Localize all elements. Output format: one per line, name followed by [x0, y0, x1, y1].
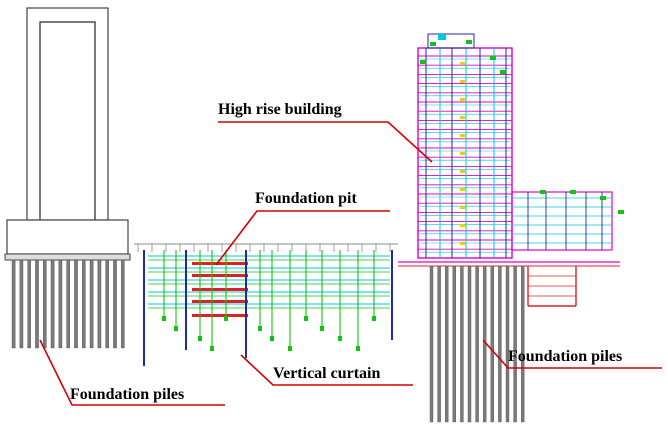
left-pile	[19, 259, 24, 349]
tower-detail	[420, 60, 426, 64]
tower-yellow-mark	[460, 242, 465, 245]
pit-struts-group	[148, 255, 390, 317]
pit-anchor-head	[288, 346, 292, 351]
pit-anchor-head	[372, 316, 376, 321]
podium-detail	[540, 190, 546, 194]
leader-foundation-piles-left	[39, 339, 225, 406]
pit-anchor-head	[304, 316, 308, 321]
left-pile-cap-model	[4, 7, 131, 349]
tower-yellow-mark	[460, 224, 465, 227]
right-pile	[437, 265, 441, 423]
right-pile	[498, 265, 502, 423]
tower-detail	[490, 56, 496, 60]
label-vertical-curtain: Vertical curtain	[273, 365, 380, 382]
left-pile	[105, 259, 109, 349]
pit-red-strut	[192, 288, 248, 291]
label-high-rise-building: High rise building	[218, 101, 342, 118]
left-cap-base	[4, 253, 131, 261]
left-pile	[58, 259, 63, 349]
pit-walls-group	[143, 250, 393, 366]
podium-frame	[398, 190, 624, 267]
tower-yellow-mark	[460, 206, 465, 209]
tower-yellow-mark	[460, 134, 465, 137]
right-pile	[490, 265, 494, 423]
right-pile	[429, 265, 434, 423]
podium-outline	[511, 191, 613, 251]
tower-detail	[430, 42, 436, 46]
right-piles-group	[429, 265, 525, 423]
pit-anchor-head	[356, 346, 360, 351]
tower-yellow-mark	[460, 116, 465, 119]
building-frame	[417, 33, 513, 259]
right-pile	[475, 265, 479, 423]
pit-red-strut	[192, 300, 248, 303]
pit-anchors-group	[162, 250, 376, 351]
tower-detail	[466, 40, 472, 44]
pit-anchor-head	[270, 336, 274, 341]
pit-anchor-head	[224, 316, 228, 321]
pit-red-strut	[192, 274, 248, 277]
right-pile	[460, 265, 464, 423]
pit-anchor-head	[162, 316, 166, 321]
foundation-pit-model	[134, 243, 398, 366]
pit-red-strut	[192, 262, 248, 265]
tower-yellow-mark	[460, 152, 465, 155]
left-pile	[120, 259, 125, 349]
left-pile	[27, 259, 32, 349]
podium-detail	[600, 196, 606, 200]
leader-lines	[39, 121, 662, 406]
label-foundation-pit: Foundation pit	[255, 190, 357, 207]
left-piles-group	[11, 259, 125, 349]
high-rise-building-model	[398, 33, 624, 423]
tower-roof	[427, 33, 475, 49]
left-pile	[43, 259, 47, 349]
pit-anchor-head	[338, 336, 342, 341]
left-pile	[66, 259, 70, 349]
left-pile	[11, 259, 16, 349]
tower-yellow-mark	[460, 62, 465, 65]
right-pile	[467, 265, 472, 423]
label-foundation-piles-right: Foundation piles	[508, 348, 622, 365]
leader-high-rise	[218, 121, 433, 163]
pit-anchor-head	[210, 346, 214, 351]
right-pile	[452, 265, 456, 423]
tower-yellow-mark	[460, 188, 465, 191]
left-pile	[97, 259, 102, 349]
pit-anchor-head	[174, 326, 178, 331]
left-pile	[74, 259, 78, 349]
tower-roof-box	[438, 34, 446, 40]
left-pile	[35, 259, 39, 349]
right-pile	[521, 265, 525, 423]
pit-red-strut	[192, 314, 248, 317]
podium-detail	[618, 210, 624, 214]
right-pile	[505, 265, 510, 423]
podium-detail	[570, 190, 576, 194]
pit-anchor-head	[320, 326, 324, 331]
left-pile	[50, 259, 55, 349]
tower-yellow-mark	[460, 80, 465, 83]
right-pile	[445, 265, 449, 423]
pit-anchor-head	[258, 326, 262, 331]
tower-yellow-mark	[460, 170, 465, 173]
left-pile	[113, 259, 117, 349]
label-foundation-piles-left: Foundation piles	[70, 386, 184, 403]
leader-foundation-pit	[215, 210, 390, 266]
pit-anchor-head	[198, 336, 202, 341]
tower-yellow-mark	[460, 98, 465, 101]
leader-foundation-piles-right	[482, 339, 662, 369]
left-pile-cap	[6, 219, 129, 255]
leader-vertical-curtain	[240, 354, 413, 386]
left-pile	[81, 259, 86, 349]
tower-detail	[500, 70, 506, 74]
small-pit-frame	[527, 266, 577, 307]
right-pile	[513, 265, 517, 423]
pit-surface-ticks	[137, 244, 391, 252]
left-column	[26, 7, 109, 221]
left-pile	[89, 259, 94, 349]
